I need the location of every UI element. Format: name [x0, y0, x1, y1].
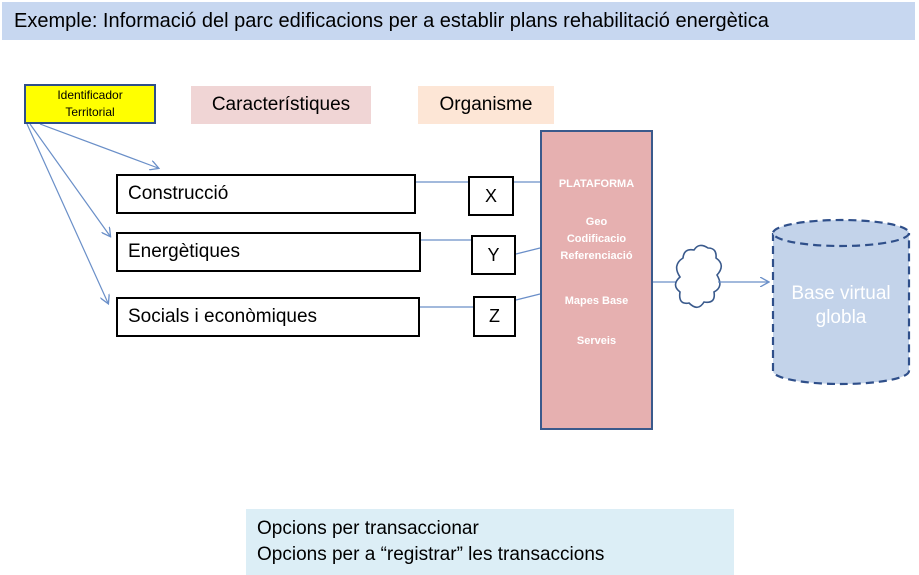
platform-geo: Geo [585, 216, 608, 228]
identifier-line-1: Identificador [57, 88, 123, 102]
organism-code-z: Z [473, 296, 516, 337]
platform-box: PLATAFORMA Geo Codificacio Referenciació… [540, 130, 653, 430]
transaction-options-box: Opcions per transaccionar Opcions per a … [246, 509, 734, 575]
diagram-title: Exemple: Informació del parc edificacion… [2, 2, 915, 40]
identifier-line-2: Territorial [65, 105, 115, 119]
category-construccio: Construcció [116, 174, 416, 214]
option-register: Opcions per a “registrar” les transaccio… [257, 544, 605, 565]
id-to-socials-arrow [26, 123, 108, 303]
y-to-platform-line [515, 247, 541, 255]
z-to-platform-line [515, 293, 541, 301]
platform-title: PLATAFORMA [558, 178, 635, 190]
characteristics-header: Característiques [191, 86, 371, 124]
organism-code-x: X [468, 176, 514, 216]
database-line-2: globla [815, 307, 867, 328]
option-transact: Opcions per transaccionar [257, 518, 479, 539]
platform-base-maps: Mapes Base [564, 295, 629, 307]
id-to-energetiques-arrow [29, 123, 110, 236]
database-cylinder [771, 218, 911, 386]
category-energetiques: Energètiques [116, 232, 421, 272]
platform-referencing: Referenciació [560, 250, 633, 262]
territorial-identifier-box: Identificador Territorial [24, 84, 156, 124]
organism-code-y: Y [471, 235, 516, 275]
category-socials-economiques: Socials i econòmiques [116, 297, 420, 337]
database-label: Base virtual globla [773, 282, 909, 330]
cloud-shape [674, 244, 723, 309]
database-line-1: Base virtual [791, 283, 891, 304]
id-to-header-arrow [39, 123, 158, 168]
platform-services: Serveis [576, 335, 617, 347]
organism-header: Organisme [418, 86, 554, 124]
platform-codification: Codificacio [566, 233, 627, 245]
